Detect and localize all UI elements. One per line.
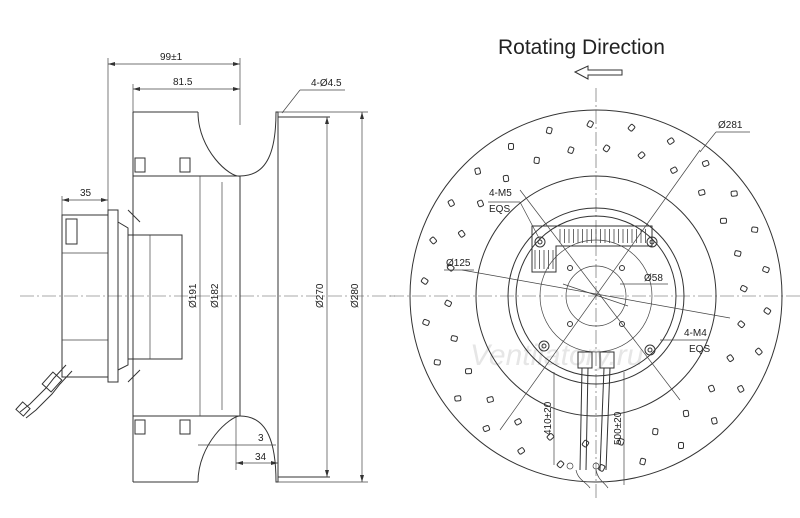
blade-slot <box>556 460 565 469</box>
blade-slot <box>737 385 745 393</box>
blade-slot <box>420 277 429 285</box>
blade-slot <box>450 335 458 342</box>
blade-slot <box>581 439 590 448</box>
blade-slot <box>708 384 715 393</box>
dim-flange: 34 <box>255 452 267 463</box>
blade-slot <box>474 167 482 175</box>
blade-slot <box>719 217 727 224</box>
blade-slot <box>734 250 742 257</box>
blade-slot <box>682 409 690 418</box>
impeller-hub <box>127 234 183 360</box>
dim-dia-182: Ø182 <box>210 283 221 308</box>
blade-slot <box>486 396 494 403</box>
dim-m5-screws: 4-M5 <box>489 188 512 199</box>
blade-slot <box>639 457 647 466</box>
blade-slot <box>730 190 738 197</box>
arrow-left-icon <box>573 65 623 80</box>
front-view: Rotating Direction <box>390 36 800 500</box>
watermark: Ventilatory.ru <box>470 339 644 372</box>
dim-m5-eqs: EQS <box>489 204 510 215</box>
blade-slot <box>465 368 473 375</box>
blade-slot <box>433 359 441 366</box>
blade-slot <box>444 299 452 307</box>
dim-cable-410: 410±20 <box>543 401 554 435</box>
blade-slot <box>763 307 772 315</box>
blade-slot <box>710 417 718 425</box>
dim-dia-281: Ø281 <box>718 120 743 131</box>
blade-slot <box>627 123 636 132</box>
blade-slot <box>477 199 484 208</box>
blade-slot <box>454 395 462 402</box>
side-view: 99±1 81.5 35 <box>15 52 395 483</box>
dim-dia-125: Ø125 <box>446 258 471 269</box>
blade-slot <box>482 425 491 432</box>
dim-dia-280: Ø280 <box>350 283 361 308</box>
blade-slot <box>514 418 522 426</box>
blade-slot <box>670 166 678 174</box>
dim-m4-screws: 4-M4 <box>684 328 707 339</box>
blade-slot <box>545 126 553 135</box>
cable-gland <box>15 364 73 419</box>
impeller-shroud <box>239 111 279 483</box>
blade-slot <box>502 174 510 183</box>
blade-slot <box>762 266 770 274</box>
blade-slot <box>677 442 685 450</box>
heatsink-fins <box>531 225 653 273</box>
dim-body-length: 81.5 <box>173 77 193 88</box>
blade-slot <box>507 142 515 150</box>
dim-gap: 3 <box>258 433 264 444</box>
blade-slot <box>517 447 526 455</box>
blade-slot <box>458 230 466 238</box>
motor-rotor-inner <box>515 215 677 377</box>
blade-slot <box>586 120 594 128</box>
blade-slots <box>420 120 772 472</box>
motor-rotor-outer <box>507 207 685 385</box>
dim-m4-eqs: EQS <box>689 344 710 355</box>
dim-dia-270: Ø270 <box>315 283 326 308</box>
blade-slot <box>546 433 555 441</box>
rotating-direction-title: Rotating Direction <box>498 36 665 59</box>
motor-flange <box>107 209 119 383</box>
blade-slot <box>652 428 659 436</box>
blade-slot <box>429 236 437 245</box>
cable-outlets <box>566 351 615 489</box>
blade-slot <box>737 320 746 328</box>
impeller-outer-ring <box>409 109 783 483</box>
blade-profile-bottom <box>197 415 241 483</box>
dim-motor-length: 35 <box>80 188 92 199</box>
blade-slot <box>567 146 575 154</box>
dim-overall-length: 99±1 <box>160 52 183 63</box>
blade-slot <box>698 189 706 196</box>
blade-slot <box>637 151 646 159</box>
blade-slot <box>751 226 759 233</box>
dim-dia-58: Ø58 <box>644 273 663 284</box>
dim-cable-500: 500±20 <box>613 411 624 445</box>
blade-slot <box>533 156 540 164</box>
blade-slot <box>602 144 611 153</box>
blade-profile-top <box>197 111 241 177</box>
blade-slot <box>701 160 710 167</box>
hub-circle-58 <box>565 265 627 327</box>
blade-slot <box>666 137 675 145</box>
impeller-inlet-ring <box>475 175 717 417</box>
blade-slot <box>598 464 606 472</box>
blade-slot <box>422 318 430 326</box>
dim-dia-191: Ø191 <box>188 283 199 308</box>
motor-connector <box>65 218 78 245</box>
blade-slot <box>726 354 734 362</box>
dim-mount-holes: 4-Ø4.5 <box>311 78 342 89</box>
blade-slot <box>740 285 748 293</box>
blade-slot <box>617 438 625 446</box>
blade-slot <box>755 347 763 356</box>
blade-slot <box>447 199 455 207</box>
